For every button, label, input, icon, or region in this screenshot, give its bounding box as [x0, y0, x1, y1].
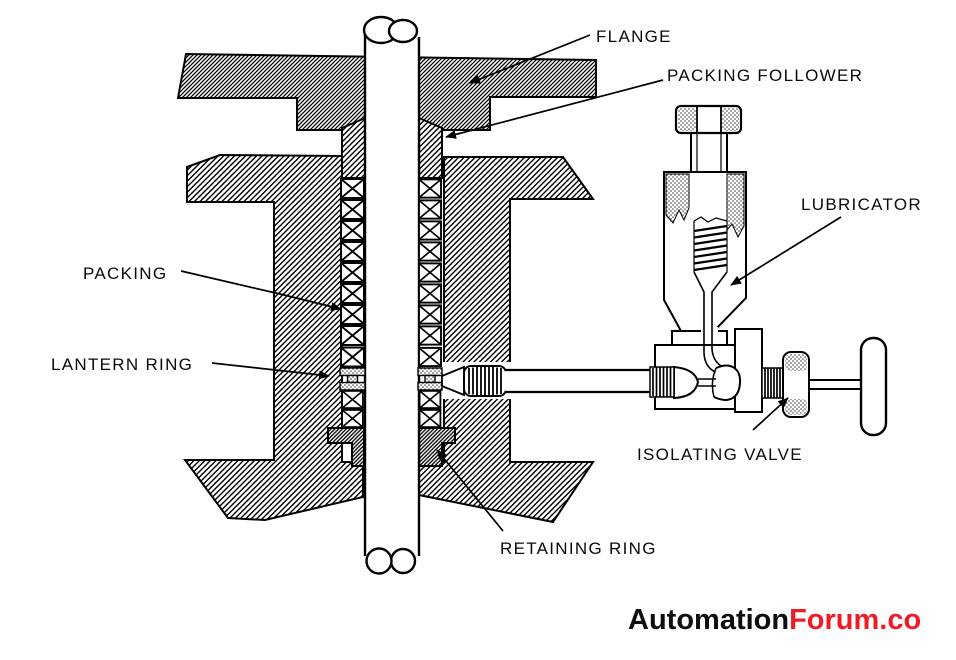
stuffing-box-body-left — [183, 153, 364, 522]
valve-gland-nut — [782, 351, 810, 418]
lubricator-packing-left — [665, 173, 690, 224]
label-lubricator: LUBRICATOR — [801, 195, 922, 214]
valve-stem-threads — [761, 367, 784, 399]
valve-seat-bulb — [673, 365, 700, 400]
lubricator-hex-cap — [674, 104, 743, 135]
t-handle — [859, 336, 888, 437]
lubricator-leader — [730, 216, 842, 286]
packing-follower-right — [418, 116, 443, 179]
valve-body-boss — [671, 330, 728, 346]
packing-follower-leader — [445, 79, 664, 139]
lubricator-grease-screw — [693, 216, 728, 272]
valve-plug-cup — [713, 364, 742, 401]
packing-leader — [180, 270, 342, 311]
pipe-nozzle — [441, 365, 465, 397]
label-retaining-ring: RETAINING RING — [500, 539, 657, 558]
watermark: AutomationForum.co — [628, 604, 921, 636]
lubricator-assembly — [663, 104, 747, 332]
valve-bonnet-plate — [734, 328, 763, 413]
label-lantern-ring: LANTERN RING — [51, 355, 193, 374]
label-flange: FLANGE — [596, 27, 672, 46]
watermark-part1: Automation — [628, 604, 789, 636]
leader-arrows — [180, 34, 842, 532]
handle-shaft — [808, 379, 864, 390]
packing-follower-left — [341, 116, 366, 179]
stem-bottom-end — [365, 547, 393, 575]
label-packing: PACKING — [83, 264, 167, 283]
lantern-ring-leader — [211, 362, 330, 380]
valve-internals — [649, 271, 888, 437]
lubricator-packing-right — [726, 173, 745, 239]
stuffing-box-body-right — [418, 156, 595, 524]
flange-leader — [469, 34, 591, 84]
label-packing-follower: PACKING FOLLOWER — [667, 66, 863, 85]
retaining-ring-leader — [436, 449, 504, 532]
isolating-valve-leader — [752, 397, 789, 431]
valve-stem — [362, 15, 421, 575]
valve-inlet-threads — [649, 366, 675, 398]
lantern-ring-left — [339, 367, 366, 391]
lubrication-pipe — [441, 365, 653, 397]
lantern-ring-right — [417, 367, 443, 391]
label-isolating-valve: ISOLATING VALVE — [637, 445, 803, 464]
watermark-part2: Forum.co — [789, 604, 921, 636]
